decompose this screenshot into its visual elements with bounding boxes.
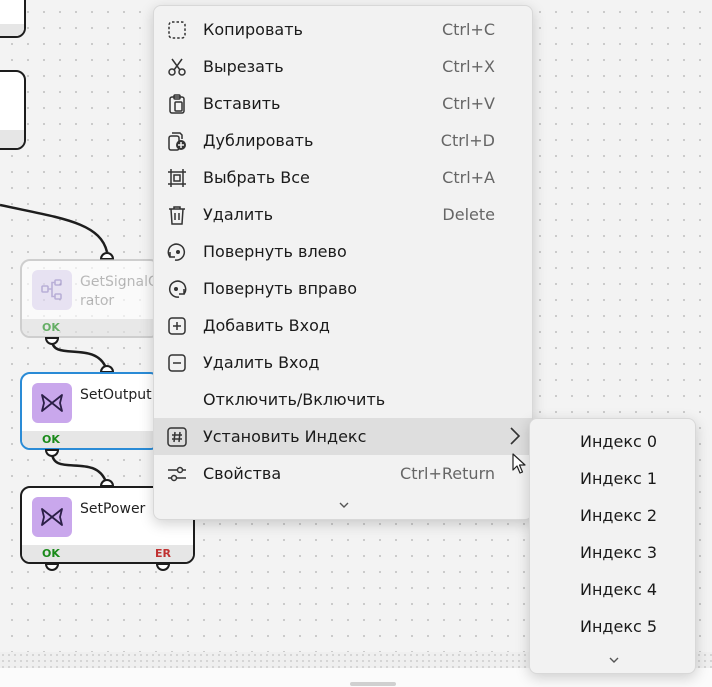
menu-item-label: Свойства [203,464,282,483]
menu-item-rotate-left[interactable]: Повернуть влево [154,233,532,270]
trash-icon [169,206,185,225]
node-get-signal-generator[interactable]: GetSignalG rator OK [20,259,160,338]
plus-box-icon [168,317,186,335]
submenu-item-label: Индекс 1 [580,469,658,488]
submenu-item-label: Индекс 5 [580,617,658,636]
node-title: SetOutput [80,387,152,403]
submenu-item-label: Индекс 3 [580,543,658,562]
menu-item-shortcut: Ctrl+D [440,131,495,150]
menu-item-set-index[interactable]: Установить Индекс [154,418,532,455]
menu-item-rotate-right[interactable]: Повернуть вправо [154,270,532,307]
menu-item-label: Вставить [203,94,281,113]
duplicate-icon [168,132,186,151]
menu-item-copy[interactable]: Копировать Ctrl+C [154,11,532,48]
menu-item-label: Отключить/Включить [203,390,386,409]
paste-icon [169,94,185,114]
hash-icon [167,427,187,447]
menu-item-shortcut: Ctrl+C [441,20,495,39]
output-port[interactable] [45,337,59,345]
node-footer: OK ER [22,545,193,562]
menu-item-duplicate[interactable]: Дублировать Ctrl+D [154,122,532,159]
menu-item-label: Повернуть влево [203,242,347,261]
node-title: GetSignalG rator [80,273,159,311]
node-partial-top[interactable] [0,0,26,38]
output-port[interactable] [45,449,59,457]
menu-item-cut[interactable]: Вырезать Ctrl+X [154,48,532,85]
minus-box-icon [168,354,186,372]
menu-item-label: Удалить [203,205,273,224]
context-menu: Копировать Ctrl+C Вырезать Ctrl+X Встави… [153,5,533,520]
status-ok: OK [42,433,60,446]
submenu-item-index-0[interactable]: Индекс 0 [530,423,695,460]
submenu-item-index-4[interactable]: Индекс 4 [530,571,695,608]
submenu-item-index-1[interactable]: Индекс 1 [530,460,695,497]
status-er: ER [155,547,171,560]
node-title: SetPower [80,501,146,517]
select-all-icon [168,169,186,187]
submenu-item-label: Индекс 4 [580,580,658,599]
menu-item-label: Выбрать Все [203,168,310,187]
chevron-right-icon [510,427,521,445]
output-port[interactable] [45,563,59,571]
menu-item-toggle-enable[interactable]: Отключить/Включить [154,381,532,418]
submenu-item-index-2[interactable]: Индекс 2 [530,497,695,534]
menu-item-add-input[interactable]: Добавить Вход [154,307,532,344]
menu-item-remove-input[interactable]: Удалить Вход [154,344,532,381]
rotate-right-icon [168,280,187,298]
menu-item-label: Вырезать [203,57,284,76]
node-title-line1: GetSignalG [80,274,159,290]
menu-item-properties[interactable]: Свойства Ctrl+Return [154,455,532,492]
mouse-cursor-icon [512,453,526,474]
menu-item-shortcut: Delete [442,205,495,224]
node-title-line2: rator [80,293,115,309]
index-submenu: Индекс 0 Индекс 1 Индекс 2 Индекс 3 Инде… [529,418,696,674]
status-ok: OK [42,547,60,560]
node-footer: OK [22,319,158,336]
menu-item-label: Повернуть вправо [203,279,358,298]
menu-item-shortcut: Ctrl+X [442,57,495,76]
menu-item-delete[interactable]: Удалить Delete [154,196,532,233]
menu-item-label: Копировать [203,20,303,39]
node-partial-middle[interactable] [0,70,26,150]
menu-item-label: Установить Индекс [203,427,367,446]
node-footer: OK [22,431,158,448]
output-port[interactable] [156,563,170,571]
status-ok: OK [42,321,60,334]
menu-item-shortcut: Ctrl+V [442,94,495,113]
scrollbar-thumb[interactable] [350,682,396,686]
cut-icon [168,58,186,76]
menu-item-label: Удалить Вход [203,353,320,372]
node-footer [0,24,24,36]
node-footer [0,130,24,148]
menu-item-select-all[interactable]: Выбрать Все Ctrl+A [154,159,532,196]
menu-item-paste[interactable]: Вставить Ctrl+V [154,85,532,122]
butterfly-icon [32,383,72,423]
submenu-item-index-5[interactable]: Индекс 5 [530,608,695,645]
sliders-icon [168,466,186,482]
chevron-down-icon[interactable] [608,655,620,665]
menu-item-label: Дублировать [203,131,314,150]
menu-item-label: Добавить Вход [203,316,330,335]
butterfly-icon [32,497,72,537]
menu-item-shortcut: Ctrl+Return [400,464,495,483]
node-set-output[interactable]: SetOutput OK [20,372,160,450]
chevron-down-icon[interactable] [338,500,350,510]
submenu-item-label: Индекс 0 [580,432,658,451]
rotate-left-icon [167,243,186,261]
menu-item-shortcut: Ctrl+A [442,168,495,187]
copy-icon [168,21,186,39]
submenu-item-label: Индекс 2 [580,506,658,525]
flow-icon [32,270,72,310]
submenu-item-index-3[interactable]: Индекс 3 [530,534,695,571]
